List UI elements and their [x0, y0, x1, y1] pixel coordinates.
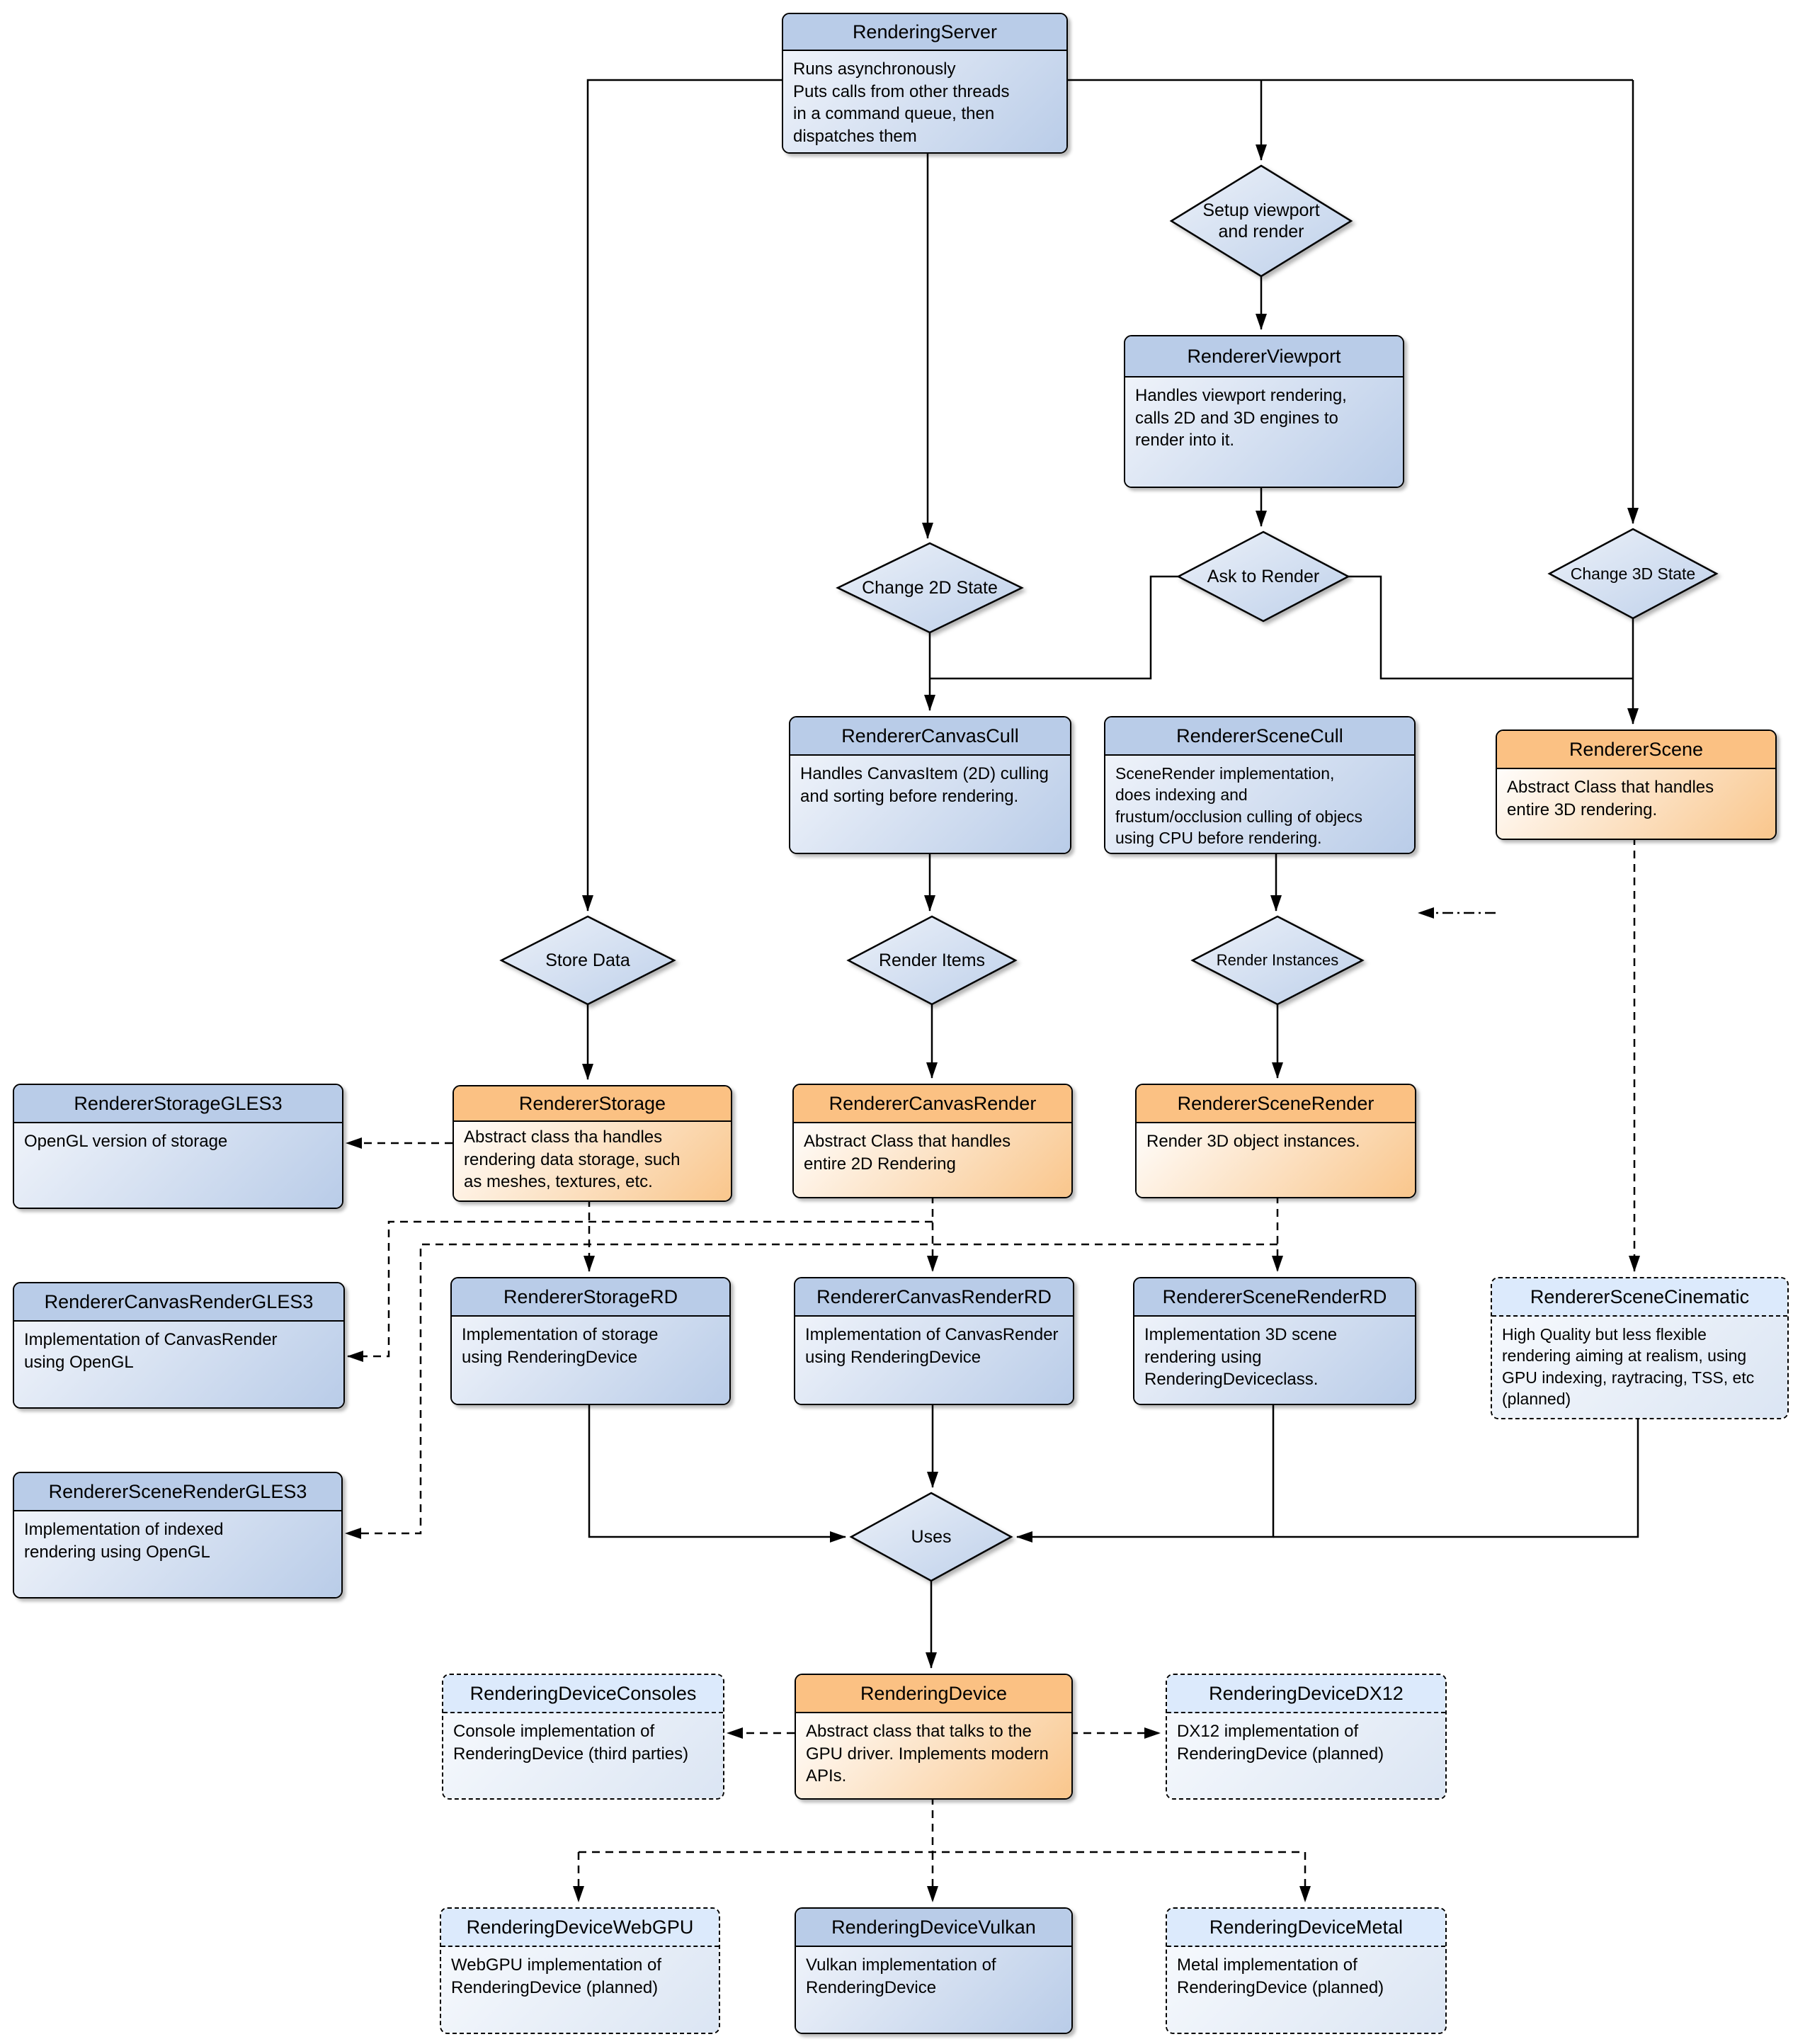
node-title: RendererSceneRenderRD — [1134, 1278, 1415, 1317]
node-renderer-scene-cinematic: RendererSceneCinematic High Quality but … — [1491, 1277, 1789, 1419]
node-renderer-storage: RendererStorage Abstract class tha handl… — [452, 1085, 732, 1202]
node-rendering-device-webgpu: RenderingDeviceWebGPU WebGPU implementat… — [440, 1907, 720, 2034]
node-title: RendererScene — [1497, 731, 1775, 769]
node-body: Implementation 3D scene rendering using … — [1134, 1317, 1415, 1404]
node-title: RenderingDevice — [796, 1675, 1071, 1713]
node-rendering-device: RenderingDevice Abstract class that talk… — [795, 1674, 1073, 1800]
node-body: Handles viewport rendering, calls 2D and… — [1125, 377, 1403, 487]
decision-uses: Uses — [851, 1493, 1011, 1581]
node-renderer-scene-cull: RendererSceneCull SceneRender implementa… — [1104, 716, 1416, 854]
edge-storagerd-to-uses — [588, 1402, 846, 1543]
node-renderer-storage-rd: RendererStorageRD Implementation of stor… — [450, 1277, 731, 1405]
node-body: Runs asynchronously Puts calls from othe… — [783, 51, 1066, 152]
decision-store-data: Store Data — [501, 916, 674, 1004]
edge-scenerender-to-scenerendergles3 — [345, 1243, 1277, 1539]
node-body: Render 3D object instances. — [1137, 1123, 1415, 1197]
node-body: OpenGL version of storage — [14, 1123, 342, 1208]
node-title: RendererSceneCinematic — [1492, 1278, 1787, 1317]
edge-cinematic-to-uses-rail — [1273, 1416, 1639, 1538]
node-title: RenderingDeviceMetal — [1167, 1909, 1445, 1947]
edge-ask-right-branch — [1348, 575, 1633, 680]
node-renderer-scene-render-gles3: RendererSceneRenderGLES3 Implementation … — [13, 1472, 343, 1599]
decision-label: Store Data — [545, 950, 630, 970]
node-body: Metal implementation of RenderingDevice … — [1167, 1947, 1445, 2033]
node-title: RendererCanvasRenderRD — [795, 1278, 1073, 1317]
node-renderer-canvas-render-gles3: RendererCanvasRenderGLES3 Implementation… — [13, 1282, 345, 1409]
node-title: RendererSceneRenderGLES3 — [14, 1473, 341, 1511]
decision-label: Setup viewport and render — [1202, 200, 1320, 242]
decision-label: Render Items — [878, 950, 986, 970]
node-title: RenderingDeviceWebGPU — [441, 1909, 719, 1947]
node-renderer-canvas-render-rd: RendererCanvasRenderRD Implementation of… — [794, 1277, 1074, 1405]
node-rendering-device-vulkan: RenderingDeviceVulkan Vulkan implementat… — [795, 1907, 1073, 2034]
decision-change-2d-state: Change 2D State — [838, 543, 1022, 632]
node-title: RendererCanvasRenderGLES3 — [14, 1283, 343, 1322]
node-title: RendererStorage — [454, 1086, 731, 1122]
node-title: RendererStorageRD — [452, 1278, 729, 1317]
node-title: RenderingDeviceConsoles — [443, 1675, 723, 1713]
node-body: SceneRender implementation, does indexin… — [1105, 756, 1414, 853]
node-title: RendererSceneRender — [1137, 1085, 1415, 1123]
node-title: RendererViewport — [1125, 336, 1403, 377]
node-body: Implementation of indexed rendering usin… — [14, 1511, 341, 1597]
decision-label: Ask to Render — [1207, 566, 1320, 586]
edge-scenerenderrd-to-uses — [1016, 1402, 1275, 1543]
node-renderer-canvas-cull: RendererCanvasCull Handles CanvasItem (2… — [789, 716, 1071, 854]
decision-setup-viewport: Setup viewport and render — [1171, 166, 1351, 276]
edge-server-to-store-data — [582, 79, 782, 912]
decision-render-instances: Render Instances — [1193, 916, 1362, 1004]
node-title: RenderingDeviceVulkan — [796, 1909, 1071, 1947]
node-body: Abstract Class that handles entire 2D Re… — [794, 1123, 1071, 1197]
node-title: RendererCanvasCull — [790, 717, 1070, 756]
node-renderer-storage-gles3: RendererStorageGLES3 OpenGL version of s… — [13, 1084, 343, 1209]
decision-change-3d-state: Change 3D State — [1549, 529, 1717, 618]
decision-render-items: Render Items — [848, 916, 1015, 1004]
node-title: RendererSceneCull — [1105, 717, 1414, 756]
node-body: WebGPU implementation of RenderingDevice… — [441, 1947, 719, 2033]
edge-ask-left-branch — [930, 575, 1178, 680]
node-body: Handles CanvasItem (2D) culling and sort… — [790, 756, 1070, 853]
node-body: Implementation of CanvasRender using Ren… — [795, 1317, 1073, 1404]
decision-label: Uses — [911, 1526, 952, 1547]
node-renderer-scene-render-rd: RendererSceneRenderRD Implementation 3D … — [1133, 1277, 1416, 1405]
node-renderer-canvas-render: RendererCanvasRender Abstract Class that… — [792, 1084, 1073, 1198]
decision-ask-to-render: Ask to Render — [1178, 532, 1348, 621]
node-body: Abstract class that talks to the GPU dri… — [796, 1713, 1071, 1798]
node-rendering-server: RenderingServer Runs asynchronously Puts… — [782, 13, 1068, 154]
node-renderer-scene: RendererScene Abstract Class that handle… — [1496, 729, 1777, 840]
node-title: RenderingDeviceDX12 — [1167, 1675, 1445, 1713]
node-renderer-scene-render: RendererSceneRender Render 3D object ins… — [1135, 1084, 1416, 1198]
node-body: DX12 implementation of RenderingDevice (… — [1167, 1713, 1445, 1798]
node-renderer-viewport: RendererViewport Handles viewport render… — [1124, 335, 1404, 488]
node-rendering-device-dx12: RenderingDeviceDX12 DX12 implementation … — [1166, 1674, 1447, 1800]
node-rendering-device-consoles: RenderingDeviceConsoles Console implemen… — [442, 1674, 724, 1800]
node-title: RenderingServer — [783, 14, 1066, 51]
node-body: High Quality but less flexible rendering… — [1492, 1317, 1787, 1418]
decision-label: Render Instances — [1216, 950, 1339, 969]
decision-label: Change 2D State — [862, 577, 998, 598]
node-title: RendererStorageGLES3 — [14, 1085, 342, 1123]
node-body: Console implementation of RenderingDevic… — [443, 1713, 723, 1798]
node-body: Implementation of CanvasRender using Ope… — [14, 1322, 343, 1407]
node-body: Abstract class tha handles rendering dat… — [454, 1122, 731, 1200]
node-body: Vulkan implementation of RenderingDevice — [796, 1947, 1071, 2033]
decision-label: Change 3D State — [1570, 564, 1696, 583]
node-title: RendererCanvasRender — [794, 1085, 1071, 1123]
node-body: Implementation of storage using Renderin… — [452, 1317, 729, 1404]
edge-canvasrender-to-canvasrendergles3 — [347, 1220, 933, 1362]
node-body: Abstract Class that handles entire 3D re… — [1497, 769, 1775, 839]
node-rendering-device-metal: RenderingDeviceMetal Metal implementatio… — [1166, 1907, 1447, 2034]
